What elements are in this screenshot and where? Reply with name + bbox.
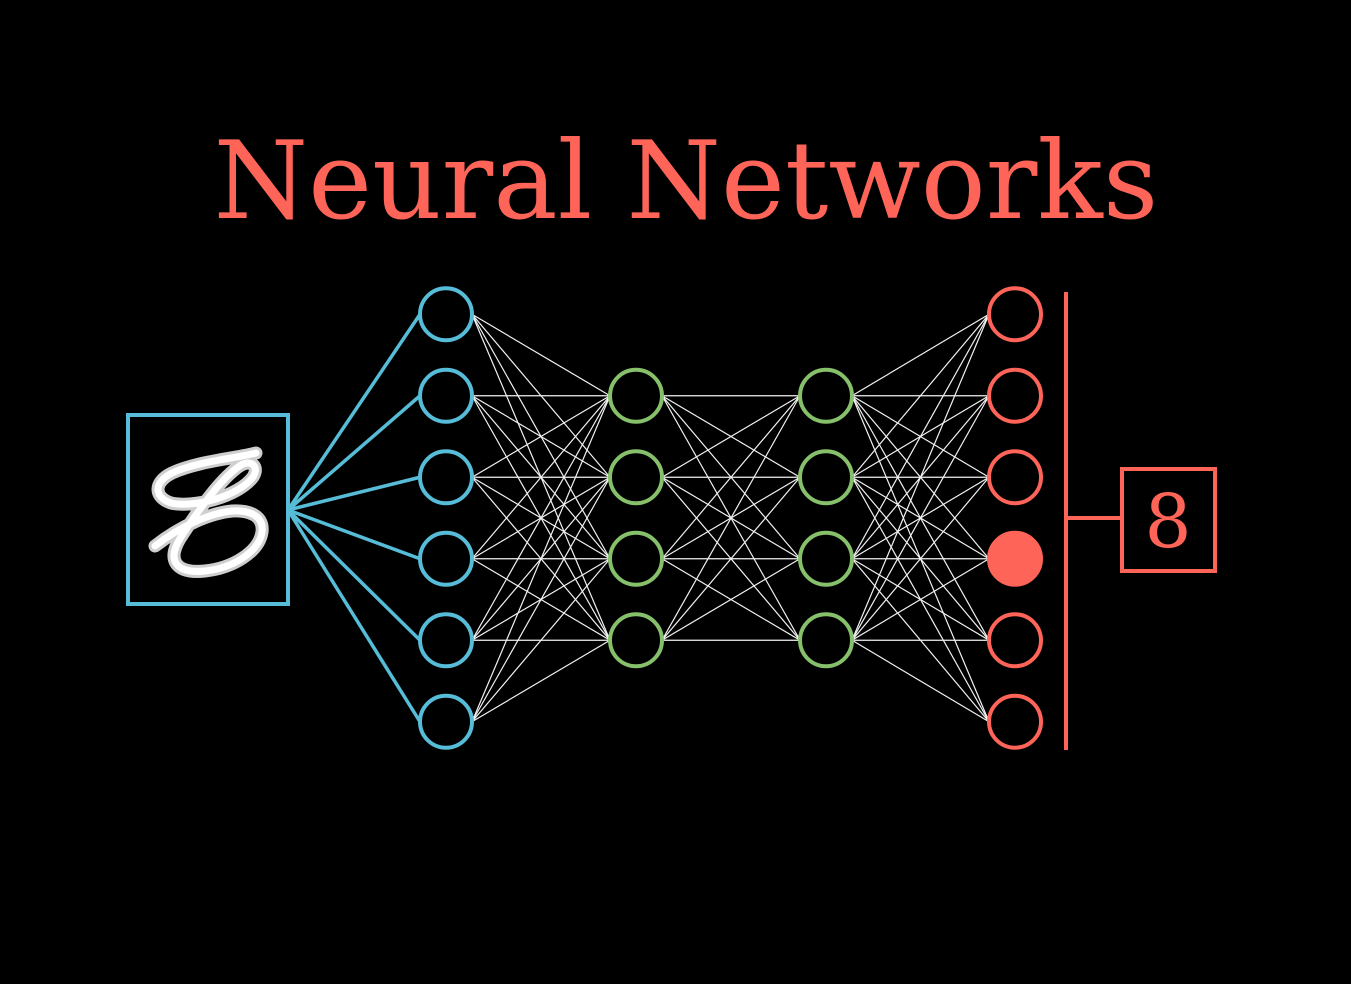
input-neuron-0-1	[418, 367, 474, 424]
digit-image	[148, 440, 270, 582]
connection-2-3-2	[851, 476, 990, 641]
connection-0-4-0	[471, 395, 611, 641]
connection-2-3-5	[851, 639, 990, 723]
neurons	[418, 286, 1043, 750]
connection-0-5-3	[471, 639, 611, 723]
connection-2-1-0	[851, 313, 990, 478]
connection-1-2-0	[661, 395, 801, 560]
output-neuron-3-0	[987, 286, 1043, 343]
connection-1-3-2	[661, 558, 801, 641]
diagram-title: Neural Networks	[214, 119, 1159, 244]
input-link-1	[286, 394, 422, 512]
input-links	[286, 313, 422, 723]
hidden-neuron-1-2	[608, 530, 664, 587]
connection-0-3-0	[471, 395, 611, 560]
input-link-2	[287, 475, 421, 512]
connections	[471, 313, 990, 723]
output-label: 8	[1144, 479, 1191, 565]
hidden-neuron-1-0	[608, 367, 664, 424]
hidden-neuron-2-0	[798, 367, 854, 424]
output-neuron-3-2	[987, 449, 1043, 506]
hidden-neuron-2-2	[798, 530, 854, 587]
connection-2-3-1	[851, 395, 990, 641]
connection-2-3-0	[851, 314, 990, 641]
connection-2-2-0	[851, 313, 990, 560]
output-neuron-3-4	[987, 612, 1043, 669]
output-neuron-3-3-active	[987, 530, 1043, 587]
connection-0-5-0	[471, 395, 611, 722]
output-label-box	[1120, 467, 1217, 573]
hidden-neuron-1-3	[608, 612, 664, 669]
input-link-4	[286, 508, 422, 642]
input-image-box	[126, 413, 290, 606]
connection-0-0-0	[471, 313, 611, 397]
output-section: 8	[1064, 292, 1217, 750]
input-neuron-0-3	[418, 530, 474, 587]
output-neuron-3-1	[987, 367, 1043, 424]
connection-0-5-2	[471, 558, 611, 723]
input-link-5	[286, 509, 422, 723]
connection-2-3-3	[851, 558, 990, 641]
input-neuron-0-0	[418, 286, 474, 343]
input-link-3	[287, 508, 421, 561]
connection-0-2-0	[471, 395, 611, 478]
hidden-neuron-2-3	[798, 612, 854, 669]
connection-2-0-0	[851, 313, 990, 397]
connection-0-5-1	[471, 476, 611, 723]
input-neuron-0-5	[418, 693, 474, 750]
connection-1-3-1	[661, 476, 801, 641]
hidden-neuron-2-1	[798, 449, 854, 506]
connection-1-1-0	[661, 395, 801, 478]
input-link-0	[286, 313, 422, 511]
input-neuron-0-2	[418, 449, 474, 506]
input-neuron-0-4	[418, 612, 474, 669]
hidden-neuron-1-1	[608, 449, 664, 506]
connection-1-3-0	[661, 395, 801, 641]
output-neuron-3-5	[987, 693, 1043, 750]
